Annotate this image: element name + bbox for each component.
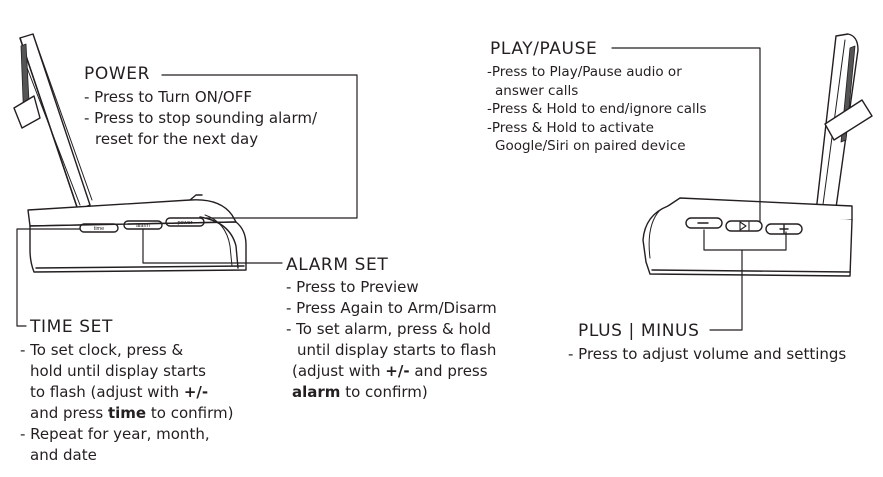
alarm-line-2: - Press Again to Arm/Disarm <box>286 299 497 317</box>
power-button-shape <box>165 217 205 227</box>
alarm-set-description: - Press to Preview - Press Again to Arm/… <box>286 277 497 403</box>
time-line-2: hold until display starts <box>30 362 206 380</box>
time-line-1: - To set clock, press & <box>20 341 184 359</box>
plus-minus-heading: PLUS | MINUS <box>578 321 700 341</box>
alarm-line-4: until display starts to flash <box>297 341 497 359</box>
time-set-heading: TIME SET <box>30 317 113 337</box>
power-heading: POWER <box>84 64 150 84</box>
right-device <box>642 33 873 277</box>
plus-minus-description: - Press to adjust volume and settings <box>568 344 846 365</box>
left-device <box>13 33 247 273</box>
time-line-6: and date <box>30 446 97 464</box>
alarm-set-heading: ALARM SET <box>286 255 389 275</box>
play-pause-description: -Press to Play/Pause audio or answer cal… <box>487 63 707 156</box>
time-line-5: - Repeat for year, month, <box>20 425 210 443</box>
play-line-5: Google/Siri on paired device <box>495 138 686 154</box>
play-pause-icon <box>739 221 750 231</box>
play-line-3: -Press & Hold to end/ignore calls <box>487 101 707 117</box>
plus-minus-line-1: - Press to adjust volume and settings <box>568 345 847 363</box>
power-line-1: - Press to Turn ON/OFF <box>84 88 252 106</box>
alarm-line-3: - To set alarm, press & hold <box>286 320 491 338</box>
alarm-line-6: alarm to confirm) <box>292 383 428 401</box>
alarm-line-5: (adjust with +/- and press <box>292 362 488 380</box>
play-line-1: -Press to Play/Pause audio or <box>487 64 682 80</box>
power-line-3: reset for the next day <box>95 130 259 148</box>
plus-icon <box>779 224 789 234</box>
power-line-2: - Press to stop sounding alarm/ <box>84 109 318 127</box>
time-button-shape <box>79 223 119 233</box>
play-line-4: -Press & Hold to activate <box>487 119 654 136</box>
play-line-2: answer calls <box>495 82 579 99</box>
time-line-3: to flash (adjust with +/- <box>30 383 209 401</box>
alarm-button-label: alarm <box>136 223 150 229</box>
play-pause-heading: PLAY/PAUSE <box>490 39 598 59</box>
power-button-label: power <box>178 220 193 226</box>
power-description: - Press to Turn ON/OFF - Press to stop s… <box>84 87 317 150</box>
callout-lines <box>16 47 787 331</box>
time-line-4: and press time to confirm) <box>30 404 234 422</box>
time-set-description: - To set clock, press & hold until displ… <box>20 340 233 466</box>
alarm-line-1: - Press to Preview <box>286 278 419 296</box>
time-button-label: time <box>94 226 104 232</box>
